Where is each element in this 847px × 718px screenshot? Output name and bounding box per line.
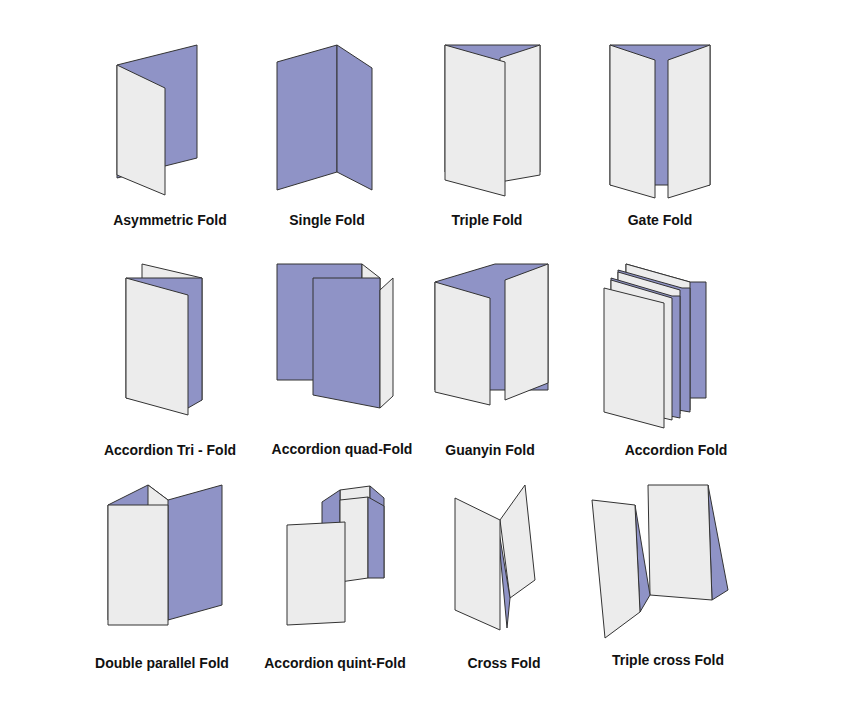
- triple-cross-fold-figure: [592, 485, 728, 638]
- fold-caption: Single Fold: [227, 212, 427, 228]
- fold-caption: Triple cross Fold: [568, 652, 768, 668]
- fold-caption: Double parallel Fold: [62, 655, 262, 671]
- fold-panel: [126, 278, 188, 415]
- fold-panel: [604, 288, 664, 428]
- fold-panel: [592, 500, 640, 638]
- accordion-fold-figure: [604, 264, 706, 428]
- fold-caption: Triple Fold: [387, 212, 587, 228]
- fold-panel: [500, 45, 540, 182]
- triple-fold-figure: [445, 45, 540, 196]
- fold-panel: [668, 45, 710, 198]
- fold-panel: [445, 45, 505, 196]
- asymmetric-fold-figure: [117, 45, 197, 195]
- guanyin-fold-figure: [435, 264, 548, 405]
- accordion-quint-fold-figure: [287, 486, 384, 625]
- fold-caption: Accordion Fold: [576, 442, 776, 458]
- accordion-tri-fold-figure: [126, 264, 202, 415]
- fold-panel: [337, 45, 372, 190]
- fold-panel: [287, 522, 345, 625]
- fold-panel: [380, 278, 393, 408]
- fold-caption: Accordion quint-Fold: [235, 655, 435, 671]
- fold-panel: [117, 65, 165, 195]
- fold-caption: Accordion Tri - Fold: [70, 442, 270, 458]
- fold-panel: [610, 45, 655, 198]
- fold-caption: Cross Fold: [404, 655, 604, 671]
- fold-panel: [313, 278, 380, 408]
- fold-caption: Guanyin Fold: [390, 442, 590, 458]
- cross-fold-figure: [455, 485, 535, 630]
- fold-caption: Asymmetric Fold: [70, 212, 270, 228]
- fold-panel: [108, 505, 168, 625]
- fold-caption: Gate Fold: [560, 212, 760, 228]
- fold-panel: [435, 282, 490, 405]
- fold-panel: [455, 498, 500, 630]
- gate-fold-figure: [610, 45, 710, 198]
- fold-panel: [277, 45, 337, 190]
- fold-caption: Accordion quad-Fold: [242, 441, 442, 457]
- double-parallel-fold-figure: [108, 485, 222, 625]
- fold-panel: [505, 264, 548, 400]
- accordion-quad-fold-figure: [277, 264, 393, 408]
- fold-panel: [368, 497, 384, 578]
- single-fold-figure: [277, 45, 372, 190]
- fold-panel: [648, 485, 712, 600]
